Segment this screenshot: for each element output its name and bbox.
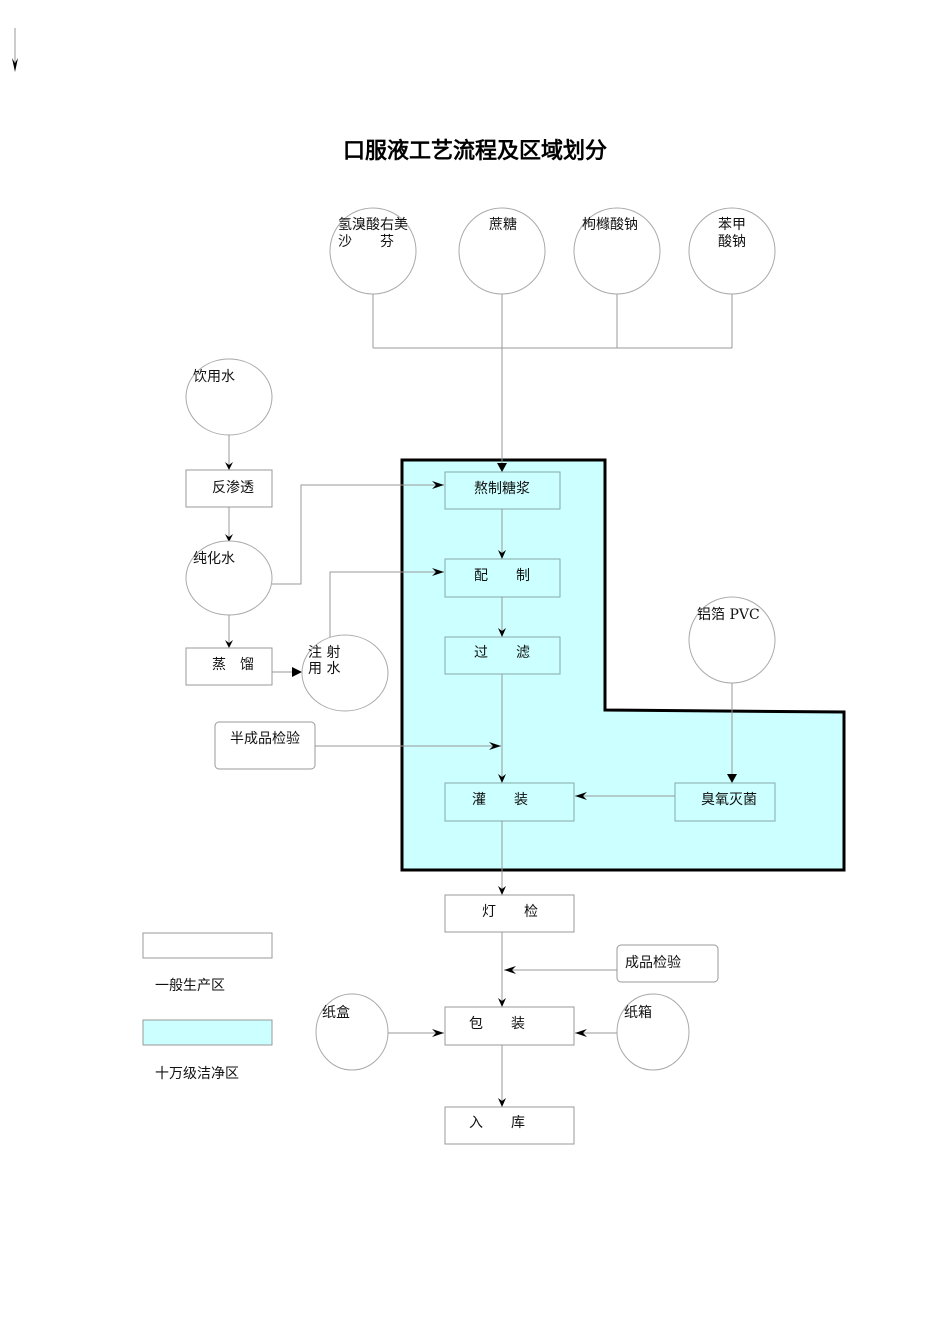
legend-general-swatch: [142, 932, 273, 959]
distill-box: [185, 647, 273, 686]
filter-label: 过 滤: [474, 645, 530, 661]
wfi-line2: 用 水: [308, 661, 340, 677]
mix-label: 配 制: [474, 568, 530, 584]
store-box: [444, 1106, 575, 1145]
material-1-line2: 沙 芬: [338, 234, 394, 250]
stray-arrow-head: [12, 58, 18, 72]
legend-general-label: 一般生产区: [155, 978, 225, 994]
distill-label: 蒸 馏: [212, 657, 254, 673]
material-4-line2: 酸钠: [718, 234, 746, 250]
store-label: 入 库: [469, 1115, 525, 1131]
wfi-line1: 注 射: [308, 645, 340, 661]
case-label: 纸箱: [624, 1005, 652, 1021]
pack-box: [444, 1006, 575, 1046]
syrup-label: 熬制糖浆: [474, 481, 530, 497]
arrow-into-syrup: [497, 463, 507, 472]
drinking-water-label: 饮用水: [193, 369, 235, 385]
foil-pvc-label: 铝箔 PVC: [697, 607, 760, 623]
legend-clean-swatch: [142, 1019, 273, 1046]
material-2-label: 蔗糖: [489, 217, 517, 233]
case-circle: [616, 993, 690, 1071]
semi-qc-label: 半成品检验: [230, 731, 300, 747]
syrup-box: [444, 471, 561, 510]
legend-clean-label: 十万级洁净区: [155, 1066, 239, 1082]
ro-label: 反渗透: [212, 480, 254, 496]
page-title: 口服液工艺流程及区域划分: [343, 138, 607, 164]
carton-circle: [315, 993, 389, 1071]
material-4-line1: 苯甲: [718, 216, 746, 233]
ozone-label: 臭氧灭菌: [701, 792, 757, 808]
light-check-label: 灯 检: [482, 904, 538, 920]
final-qc-label: 成品检验: [625, 955, 681, 971]
material-1-line1: 氢溴酸右美: [338, 217, 408, 233]
final-qc-box: [616, 944, 719, 983]
fill-box: [444, 782, 575, 822]
pack-label: 包 装: [469, 1016, 525, 1032]
ozone-box: [674, 782, 776, 822]
wfi-circle: [301, 634, 389, 712]
fill-label: 灌 装: [472, 792, 528, 808]
material-3-label: 枸橼酸钠: [582, 217, 638, 233]
carton-label: 纸盒: [322, 1004, 350, 1021]
filter-box: [444, 636, 561, 675]
mix-box: [444, 558, 561, 598]
light-check-box: [444, 894, 575, 933]
purified-water-label: 纯化水: [193, 551, 235, 567]
